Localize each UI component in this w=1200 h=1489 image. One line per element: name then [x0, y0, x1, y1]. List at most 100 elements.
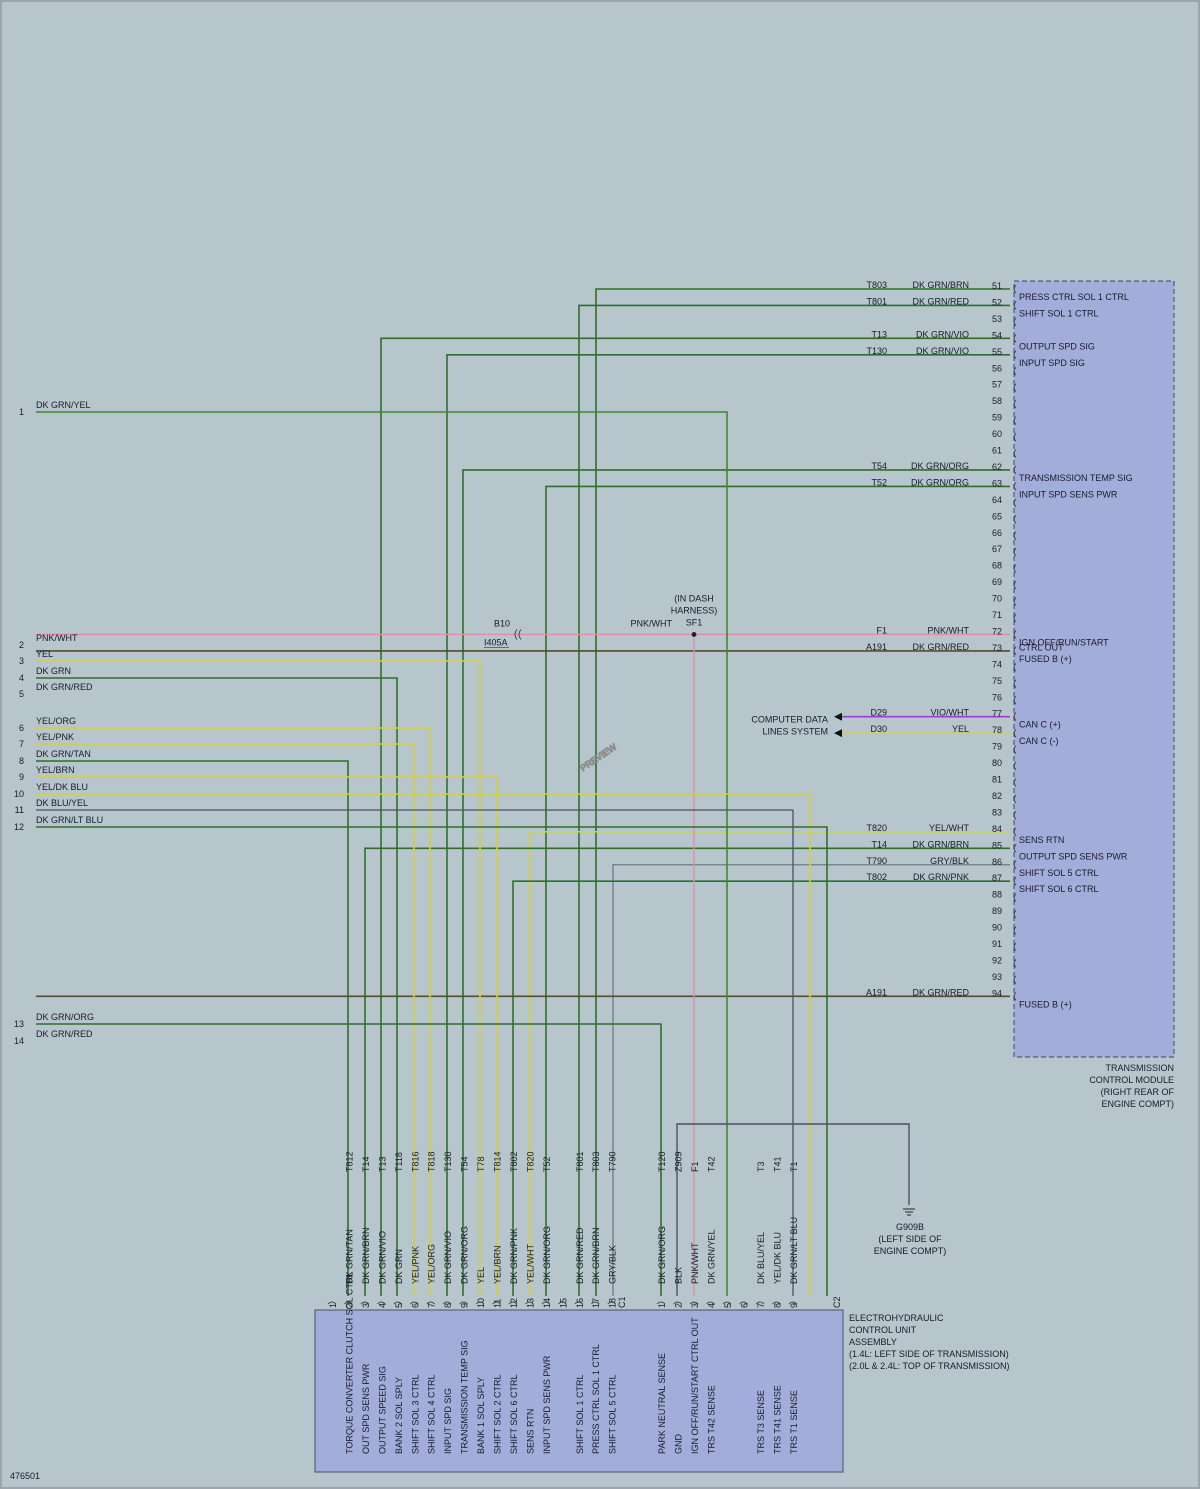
- tcm-pin-socket: [1013, 926, 1017, 935]
- tcm-circuit-id: T803: [866, 280, 887, 290]
- tcm-circuit-id: T790: [866, 856, 887, 866]
- c1-wire-color: YEL/PNK: [410, 1246, 420, 1284]
- tcm-function-label: CAN C (+): [1019, 720, 1061, 730]
- tcm-circuit-id: T801: [866, 296, 887, 306]
- left-wire-number: 11: [15, 805, 24, 815]
- c1-pin-number: 11: [493, 1299, 503, 1308]
- connector-c1-label: C1: [617, 1296, 627, 1308]
- c1-pin-socket: [459, 1301, 468, 1305]
- c1-pin-socket: [377, 1301, 386, 1305]
- tcm-wire-color: DK GRN/RED: [912, 987, 969, 997]
- wire-t52: [545, 485, 1010, 1296]
- c1-pin-number: 18: [608, 1298, 618, 1308]
- c2-pin-number: 8: [773, 1303, 783, 1308]
- tcm-wire-color: DK GRN/BRN: [912, 839, 969, 849]
- tcm-pin-socket: [1013, 630, 1017, 639]
- c1-pin-socket: [344, 1301, 353, 1305]
- wire-t803: [595, 288, 1010, 1296]
- c1-pin-function: BANK 2 SOL SPLY: [394, 1377, 404, 1454]
- c2-circuit-id: T42: [707, 1156, 717, 1172]
- tcm-function-label: CTRL OUT: [1019, 642, 1064, 652]
- c1-wire-color: DK GRN/PNK: [509, 1228, 519, 1284]
- tcm-pin-number: 88: [992, 890, 1002, 900]
- c1-wire-color: DK GRN/VIO: [443, 1231, 453, 1284]
- c1-wire-color: DK GRN/BRN: [361, 1227, 371, 1284]
- tcm-pin-socket: [1013, 827, 1017, 837]
- c1-pin-socket: [360, 1301, 370, 1305]
- c2-pin-number: 5: [723, 1303, 733, 1308]
- tcm-pin-socket: [1013, 778, 1017, 787]
- tcm-function-label: IGN OFF/RUN/START: [1019, 637, 1109, 647]
- electrohydraulic-control-unit-box: [314, 1309, 844, 1473]
- c2-wire-color: YEL/DK BLU: [773, 1232, 783, 1284]
- left-wire-number: 8: [19, 756, 24, 766]
- c1-pin-number: 4: [377, 1303, 387, 1308]
- c2-pin-number: 9: [789, 1303, 799, 1308]
- connector-c2-label: C2: [832, 1296, 842, 1308]
- c2-wire-color: DK GRN/YEL: [707, 1229, 717, 1284]
- c1-wire-color: DK GRN/RED: [575, 1227, 585, 1284]
- tcm-pin-socket: [1013, 794, 1017, 804]
- tcm-circuit-id: A191: [866, 642, 887, 652]
- c2-wire-color: PNK/WHT: [690, 1242, 700, 1284]
- c1-circuit-id: T816: [410, 1151, 420, 1172]
- c1-pin-socket: [607, 1301, 616, 1305]
- c2-pin-number: 6: [740, 1303, 750, 1308]
- c1-pin-number: 15: [558, 1298, 568, 1308]
- c1-circuit-id: T801: [575, 1151, 585, 1172]
- tcm-pin-socket: [1013, 679, 1017, 689]
- wire-t790: [612, 864, 1010, 1296]
- wire-left-4: [36, 677, 398, 1296]
- tcm-pin-number: 79: [992, 742, 1002, 752]
- wire-left-10: [36, 793, 811, 1296]
- tcm-pin-number: 71: [992, 610, 1002, 620]
- left-wire-number: 1: [19, 407, 24, 417]
- c1-wire-color: YEL/WHT: [525, 1243, 535, 1284]
- tcm-pin-number: 57: [992, 380, 1002, 390]
- wires: [36, 288, 1010, 1296]
- computer-data-label: COMPUTER DATA: [751, 715, 828, 725]
- dash-harness-label: (IN DASH: [674, 593, 714, 603]
- c1-wire-color: YEL: [476, 1267, 486, 1284]
- tcm-pin-socket: [1013, 482, 1017, 491]
- c1-pin-function: SHIFT SOL 4 CTRL: [427, 1374, 437, 1454]
- c2-circuit-id: T41: [773, 1156, 783, 1172]
- left-wire-number: 3: [19, 656, 24, 666]
- c2-pin-socket: [755, 1301, 765, 1305]
- left-wire-color: YEL/ORG: [36, 716, 76, 726]
- labels: 5152535455565758596061626364656667686970…: [10, 280, 1174, 1481]
- connector-b10: B10: [494, 618, 510, 628]
- tcm-pin-socket: [1013, 284, 1017, 294]
- tcm-pin-number: 81: [992, 775, 1002, 785]
- tcm-pin-socket: [1013, 909, 1017, 919]
- c2-pin-socket: [706, 1301, 715, 1305]
- tcm-circuit-id: F1: [876, 625, 887, 635]
- c2-pin-socket: [788, 1301, 798, 1305]
- wire-left-1: [36, 411, 728, 1296]
- tcm-pin-number: 84: [992, 824, 1002, 834]
- tcm-pin-socket: [1013, 663, 1017, 672]
- c2-pin-function: PARK NEUTRAL SENSE: [657, 1353, 667, 1454]
- tcm-wire-color: YEL/WHT: [929, 823, 970, 833]
- c1-pin-socket: [393, 1301, 403, 1305]
- dash-harness-label: HARNESS): [671, 605, 718, 615]
- c2-pin-function: TRS T1 SENSE: [789, 1390, 799, 1454]
- c1-pin-socket: [492, 1301, 501, 1305]
- tcm-wire-color: DK GRN/ORG: [911, 477, 969, 487]
- tcm-pin-socket: [1013, 465, 1017, 475]
- left-wire-number: 5: [19, 689, 24, 699]
- tcm-function-label: PRESS CTRL SOL 1 CTRL: [1019, 292, 1129, 302]
- tcm-wire-color: YEL: [952, 724, 969, 734]
- tcm-wire-color: DK GRN/ORG: [911, 461, 969, 471]
- wire-t13: [380, 337, 1010, 1296]
- tcm-label: (RIGHT REAR OF: [1101, 1087, 1175, 1097]
- c2-pin-number: 7: [756, 1303, 766, 1308]
- tcm-pin-socket: [1013, 580, 1017, 590]
- left-wire-number: 6: [19, 723, 24, 733]
- c1-pin-function: SHIFT SOL 6 CTRL: [509, 1374, 519, 1454]
- wire-t130: [446, 353, 1010, 1296]
- tcm-pin-socket: [1013, 366, 1017, 376]
- tcm-pin-number: 62: [992, 462, 1002, 472]
